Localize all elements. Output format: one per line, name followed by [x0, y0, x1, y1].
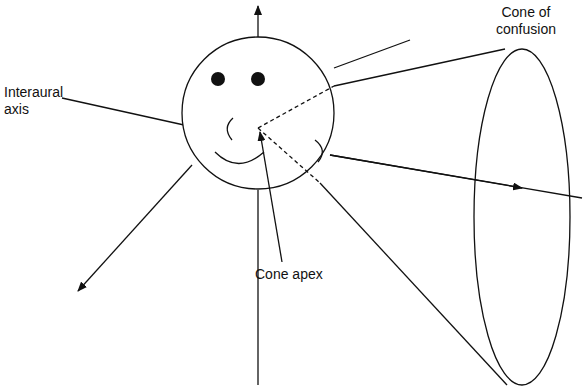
- cone-base: [474, 49, 570, 385]
- head-circle: [182, 37, 334, 189]
- vertical-axis: [257, 190, 258, 385]
- nose: [227, 118, 233, 140]
- eye: [211, 72, 225, 86]
- interaural-axis: [330, 155, 582, 198]
- leader-line: [260, 132, 282, 262]
- cone-edge: [334, 49, 505, 86]
- cone-edge: [258, 86, 334, 128]
- cone-edge: [320, 183, 507, 385]
- front-axis: [78, 165, 192, 291]
- ear: [315, 140, 322, 162]
- cone-label: Cone of confusion: [478, 4, 574, 38]
- front-axis: [334, 40, 410, 68]
- axis-label: Interaural axis: [4, 84, 82, 118]
- apex-label: Cone apex: [255, 266, 345, 283]
- interaural-axis: [330, 155, 522, 188]
- eye: [251, 72, 265, 86]
- interaural-axis: [62, 98, 184, 125]
- mouth: [215, 152, 264, 164]
- vertical-axis: [257, 6, 258, 37]
